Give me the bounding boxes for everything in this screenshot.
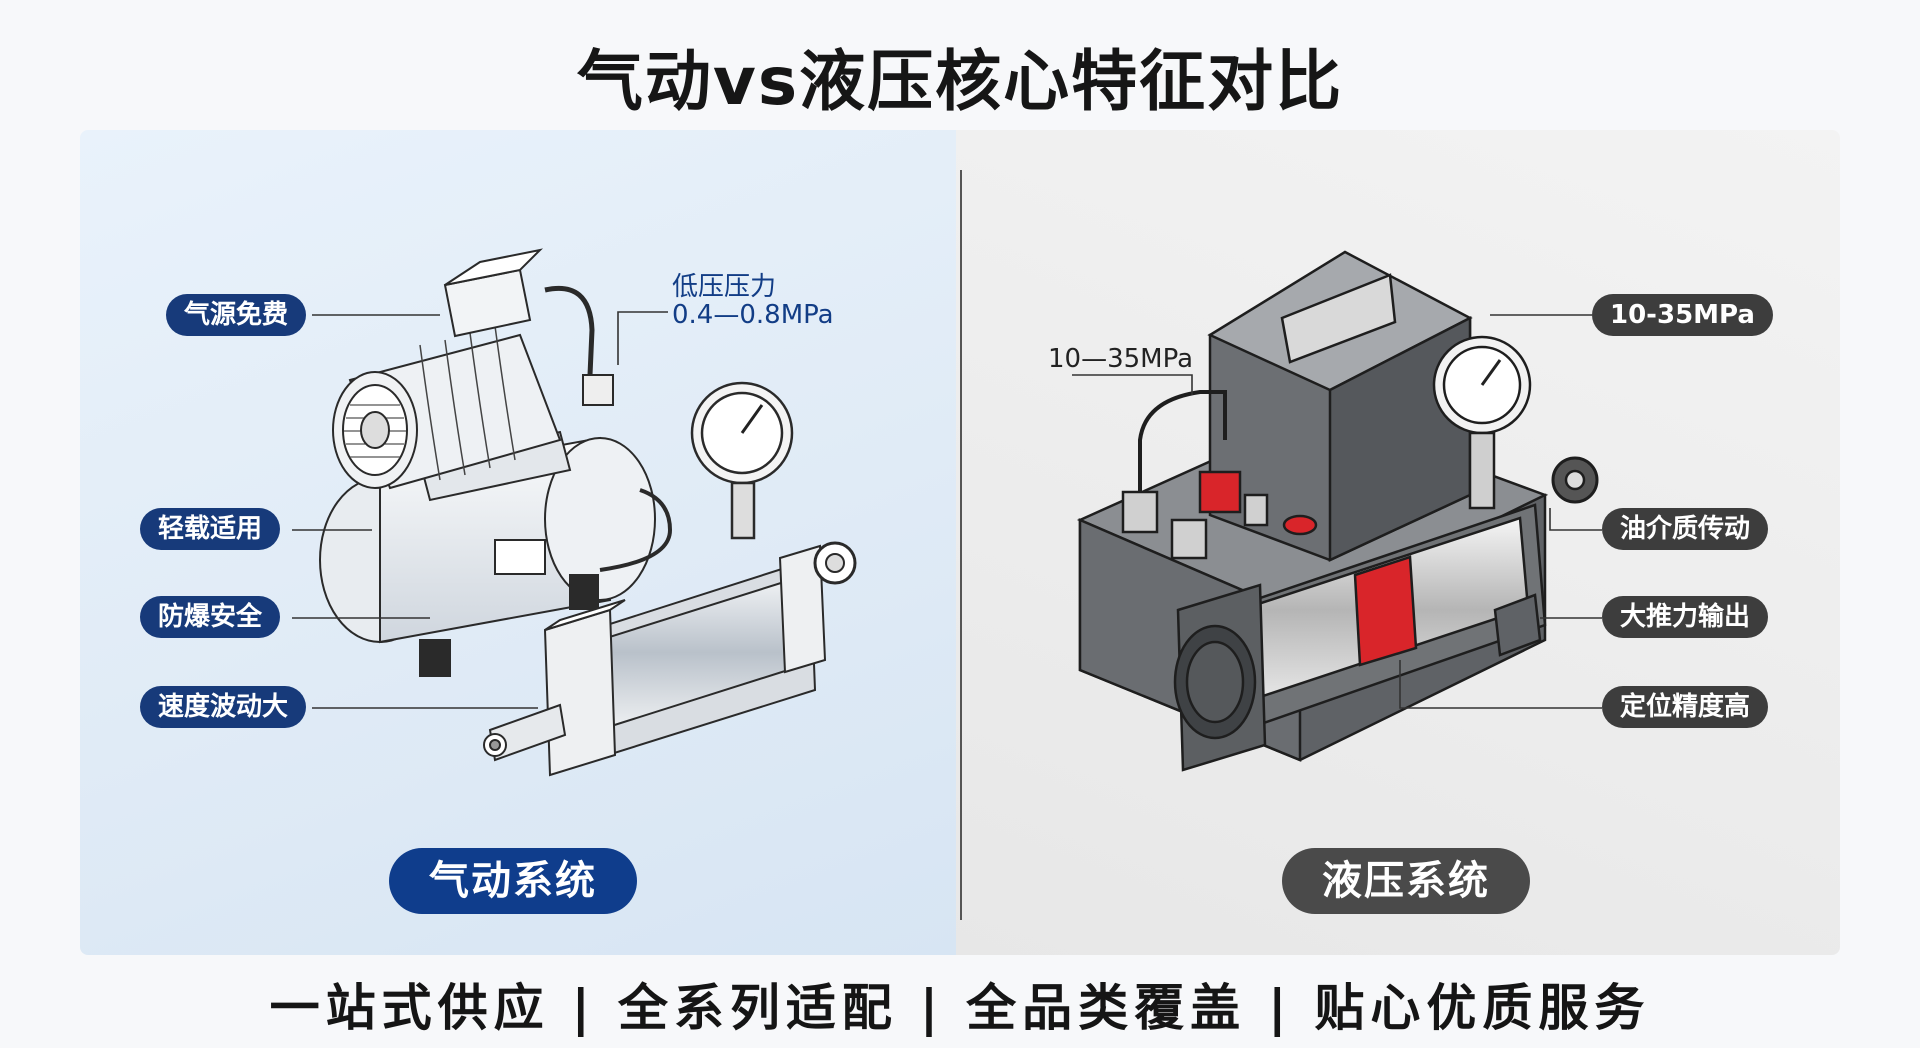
center-divider xyxy=(960,170,962,920)
hydraulic-pressure-callout: 10—35MPa xyxy=(1048,344,1194,374)
pneumatic-system-badge: 气动系统 xyxy=(389,848,637,914)
footer-separator: | xyxy=(919,979,945,1037)
pneumatic-label-explosion-proof: 防爆安全 xyxy=(140,596,281,638)
pneumatic-label-light-load: 轻载适用 xyxy=(140,508,281,550)
hydraulic-system-badge: 液压系统 xyxy=(1282,848,1530,914)
air-compressor-illustration xyxy=(319,248,673,677)
footer-item-2: 全系列适配 xyxy=(617,979,898,1037)
hydraulic-label-precision: 定位精度高 xyxy=(1602,686,1769,728)
hydraulic-label-oil-medium: 油介质传动 xyxy=(1602,508,1769,550)
footer-item-4: 贴心优质服务 xyxy=(1314,979,1651,1037)
pressure-gauge-pneumatic xyxy=(690,381,794,540)
footer-item-3: 全品类覆盖 xyxy=(966,979,1247,1037)
footer-separator: | xyxy=(571,979,596,1037)
pneumatic-label-speed-fluctuation: 速度波动大 xyxy=(140,686,307,728)
pneumatic-cylinder-illustration xyxy=(483,541,857,777)
pneumatic-pressure-title: 低压压力 xyxy=(672,272,777,302)
footer-item-1: 一站式供应 xyxy=(269,979,550,1037)
hydraulic-label-high-thrust: 大推力输出 xyxy=(1602,596,1769,638)
leader-lines xyxy=(292,311,1602,709)
hydraulic-cylinder-illustration xyxy=(1173,456,1599,772)
hydraulic-label-pressure: 10-35MPa xyxy=(1592,294,1773,336)
pneumatic-pressure-value: 0.4—0.8MPa xyxy=(672,300,834,330)
pressure-gauge-hydraulic xyxy=(1432,335,1532,510)
page-title: 气动vs液压核心特征对比 xyxy=(576,43,1344,120)
pneumatic-label-free-air: 气源免费 xyxy=(166,294,307,336)
footer-slogan: 一站式供应 | 全系列适配 | 全品类覆盖 | 贴心优质服务 xyxy=(0,968,1920,1040)
footer-separator: | xyxy=(1268,979,1293,1037)
